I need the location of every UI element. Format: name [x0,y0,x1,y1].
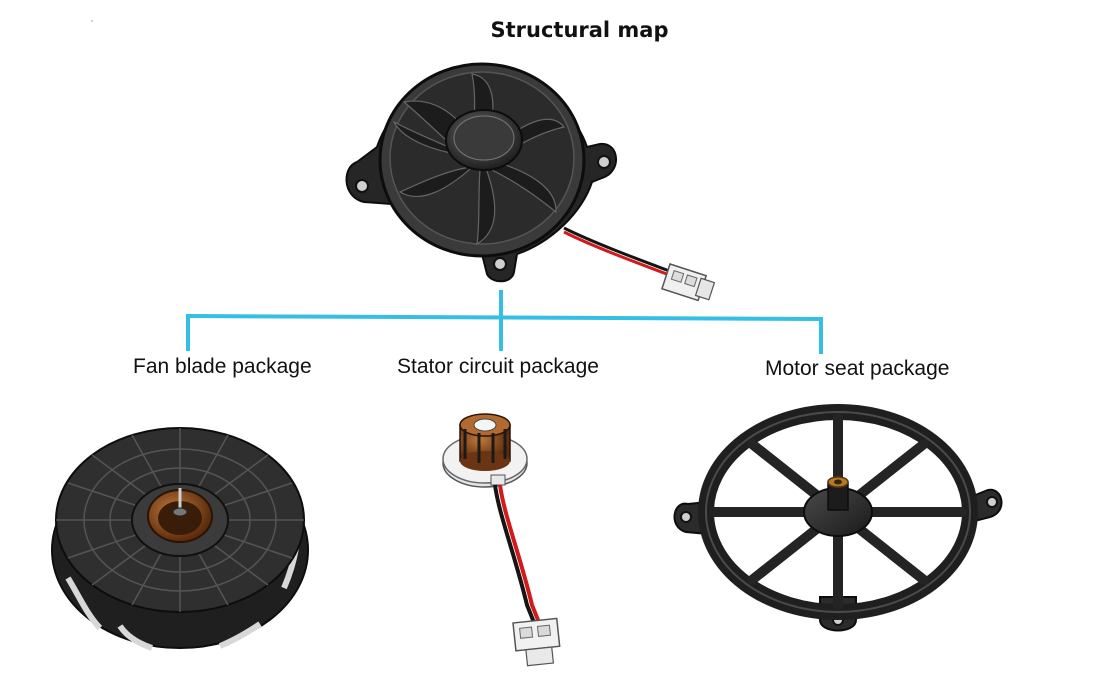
axial-fan-icon [345,62,716,302]
tree-connector [185,290,824,354]
label-motor-seat-package: Motor seat package [765,357,950,380]
corner-speck [91,20,93,22]
label-fan-blade-package: Fan blade package [133,355,312,378]
fan-blade-icon [51,427,309,651]
stator-coil-icon [442,413,561,667]
label-stator-circuit-package: Stator circuit package [397,355,599,378]
diagram-title: Structural map [490,18,669,42]
motor-seat-icon [673,404,1003,632]
connector-crossbar [185,313,824,322]
